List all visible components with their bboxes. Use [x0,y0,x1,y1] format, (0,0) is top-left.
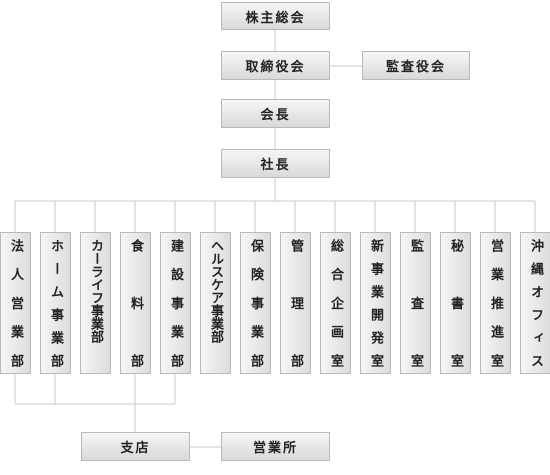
president-box: 社長 [221,149,330,178]
dept-label: 総合企画室 [328,239,343,367]
dept-label: 管理部 [288,239,303,367]
dept-label: 沖縄オフィス [528,239,543,367]
dept-okinawa-office: 沖縄オフィス [520,232,550,374]
dept-label: カーライフ事業部 [88,239,103,343]
dept-label: 食料部 [128,239,143,367]
chairman-label: 会長 [260,108,291,123]
audit-board-box: 監査役会 [362,51,470,80]
dept-label: 秘書室 [448,239,463,367]
dept-insurance-business: 保険事業部 [240,232,271,374]
dept-label: ホーム事業部 [48,239,63,367]
sales-office-label: 営業所 [252,441,298,456]
dept-food: 食料部 [120,232,151,374]
dept-label: 建設事業部 [168,239,183,367]
dept-construction-business: 建設事業部 [160,232,191,374]
dept-car-life-business: カーライフ事業部 [80,232,111,374]
dept-label: 保険事業部 [248,239,263,367]
shareholders-meeting-box: 株主総会 [221,2,330,30]
sales-office-box: 営業所 [221,432,330,461]
dept-label: 営業推進室 [488,239,503,367]
dept-secretary-office: 秘書室 [440,232,471,374]
board-of-directors-box: 取締役会 [221,51,330,80]
dept-general-planning: 総合企画室 [320,232,351,374]
dept-label: 法人営業部 [8,239,23,367]
board-of-directors-label: 取締役会 [245,60,306,75]
branch-label: 支店 [120,441,151,456]
dept-label: 新事業開発室 [368,239,383,367]
dept-new-business-development: 新事業開発室 [360,232,391,374]
president-label: 社長 [260,158,291,173]
dept-home-business: ホーム事業部 [40,232,71,374]
dept-sales-promotion: 営業推進室 [480,232,511,374]
dept-label: 監査室 [408,239,423,367]
dept-corporate-sales: 法人営業部 [0,232,31,374]
branch-box: 支店 [81,432,190,461]
audit-board-label: 監査役会 [385,60,446,75]
shareholders-meeting-label: 株主総会 [245,10,306,26]
chairman-box: 会長 [221,99,330,128]
dept-label: ヘルスケア事業部 [208,239,223,343]
dept-management: 管理部 [280,232,311,374]
dept-audit-office: 監査室 [400,232,431,374]
dept-healthcare-business: ヘルスケア事業部 [200,232,231,374]
